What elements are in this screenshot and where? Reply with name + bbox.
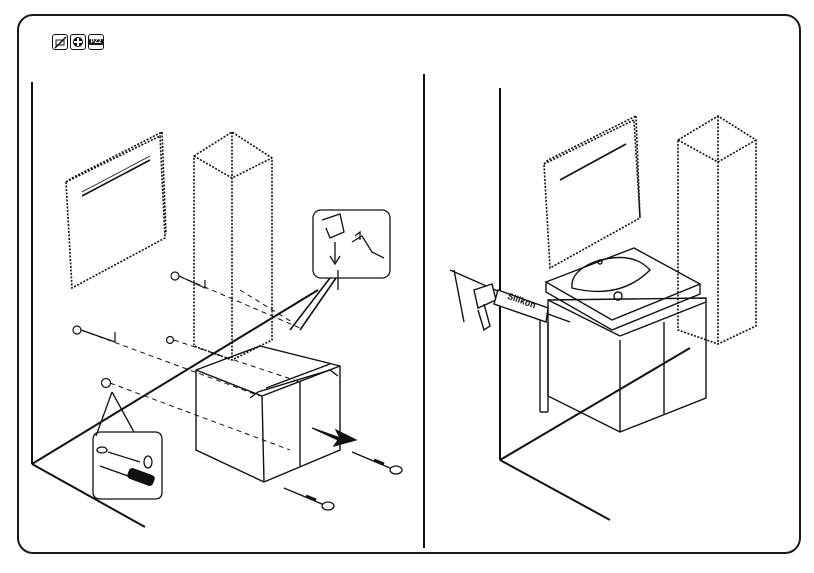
guide-lines-left [80, 275, 301, 451]
mirror-cabinet-right [543, 115, 641, 270]
no-drill-icon [52, 34, 68, 50]
right-panel: Silikon [449, 88, 757, 521]
front-screws [283, 451, 403, 511]
left-panel [31, 82, 403, 528]
silicone-gun [449, 269, 571, 413]
insert-arrow [311, 427, 358, 448]
washbasin [544, 247, 702, 331]
tall-cabinet-right [677, 115, 757, 345]
screw-detail-callout [92, 391, 163, 500]
wall-corner-right [499, 88, 691, 521]
tool-icons: PZ2 [52, 34, 104, 50]
pz2-label: PZ2 [89, 39, 103, 45]
mirror-light-strip-edge-left [81, 155, 151, 193]
instruction-frame [17, 14, 801, 554]
base-cabinet-left [195, 345, 341, 483]
mirror-light-strip-left [81, 159, 151, 197]
bracket-detail-callout [289, 209, 391, 331]
mirror-cabinet-left [65, 130, 167, 290]
wall-corner-left [31, 82, 319, 528]
pz2-bit-icon: PZ2 [88, 34, 104, 50]
vanity-base-right [547, 297, 707, 433]
tall-cabinet-left [193, 131, 273, 361]
plus-screw-icon [70, 34, 86, 50]
mirror-light-strip-right [559, 143, 627, 181]
